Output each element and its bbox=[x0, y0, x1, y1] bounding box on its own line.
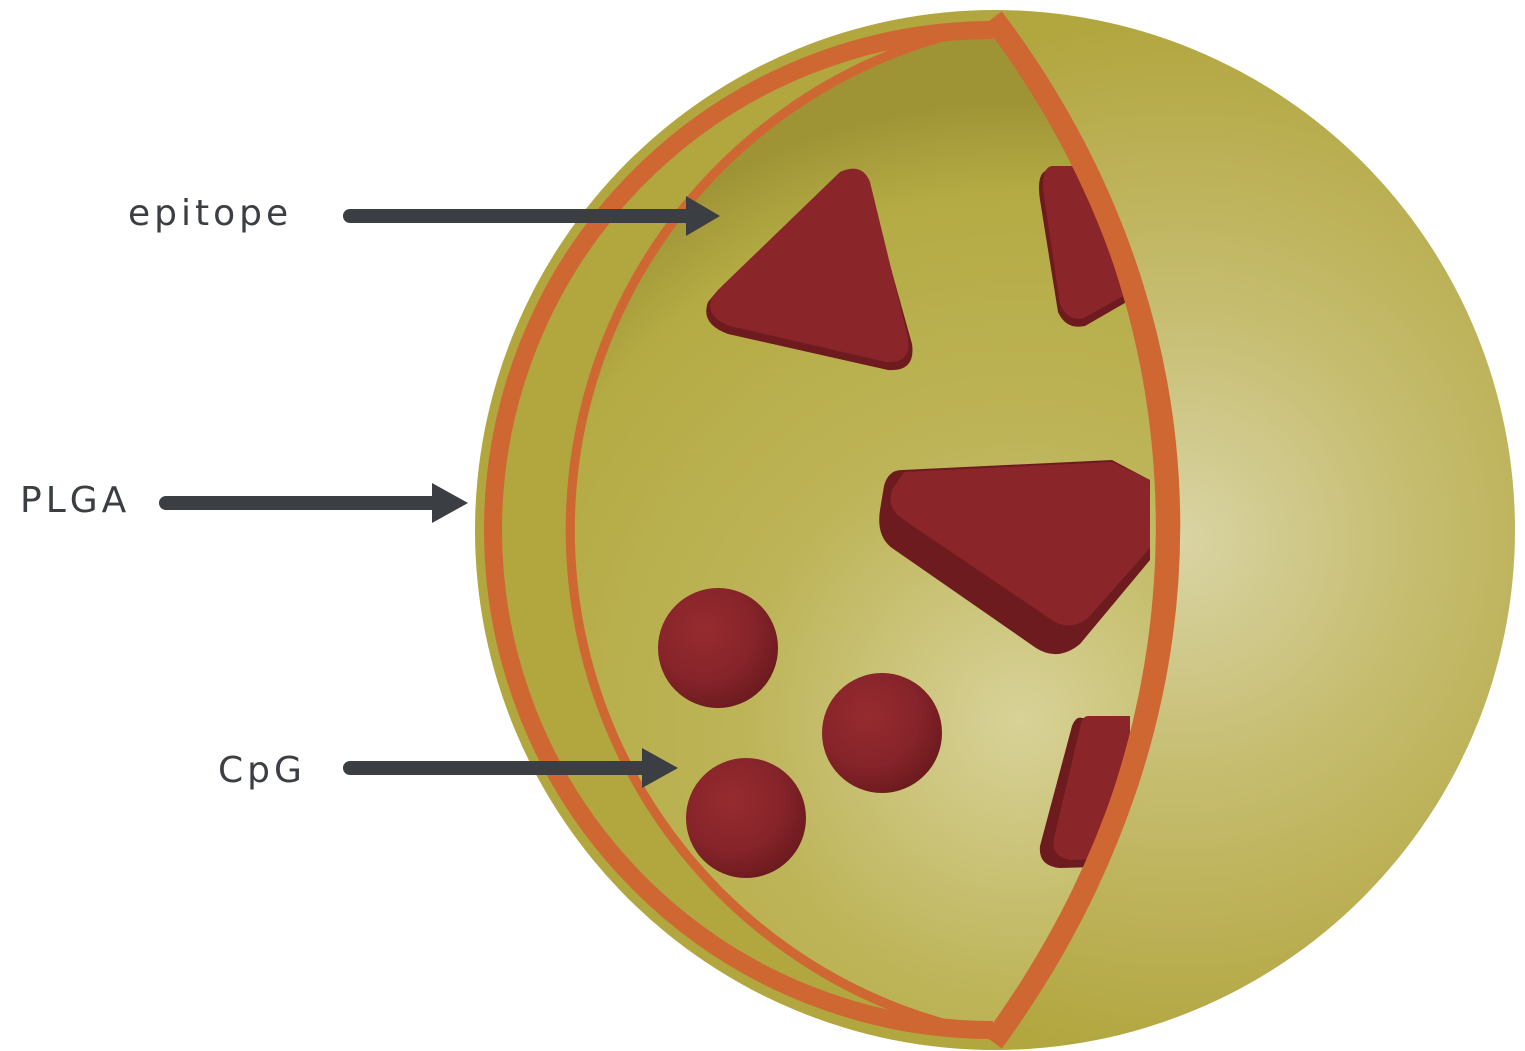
plga-label: PLGA bbox=[20, 480, 130, 521]
plga-arrow bbox=[166, 483, 468, 523]
epitope-label: epitope bbox=[128, 193, 292, 234]
cpg-sphere-1 bbox=[658, 588, 778, 708]
cpg-sphere-2 bbox=[822, 673, 942, 793]
cpg-label: CpG bbox=[218, 750, 306, 791]
cpg-sphere-3 bbox=[686, 758, 806, 878]
